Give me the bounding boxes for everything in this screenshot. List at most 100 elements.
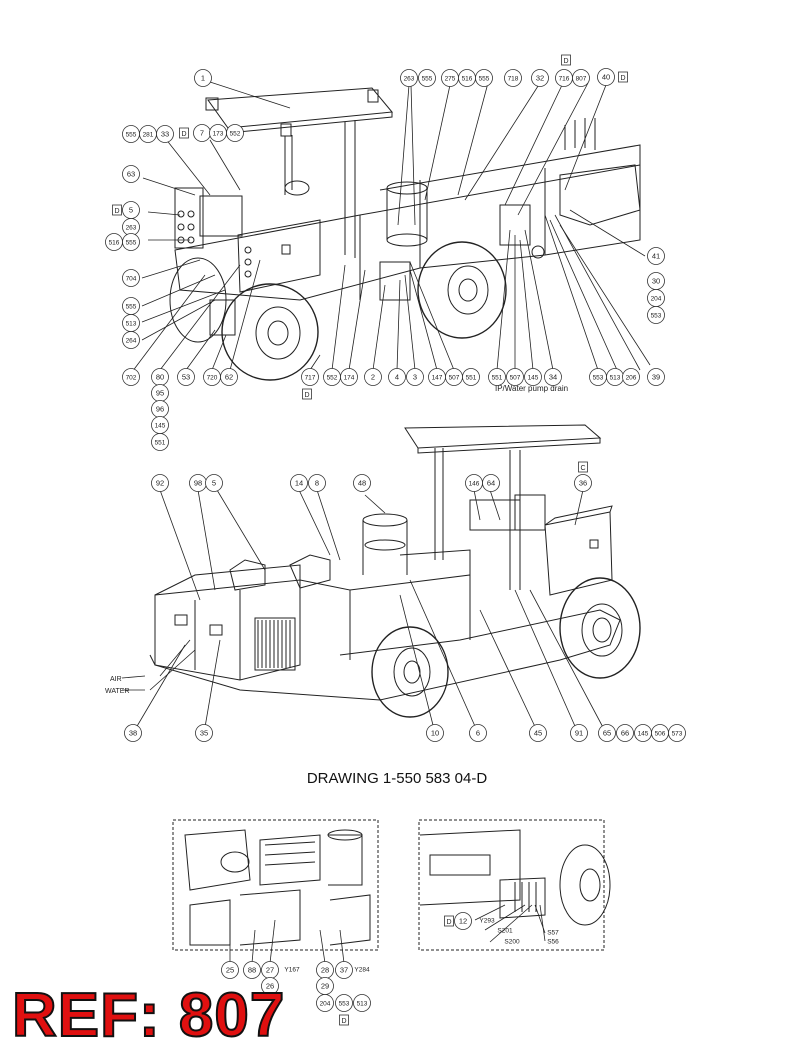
callout-circle bbox=[353, 994, 371, 1012]
callout-number: 6 bbox=[476, 729, 480, 738]
callout-number: 263 bbox=[404, 76, 415, 83]
callout-number: 145 bbox=[528, 375, 539, 382]
callout-bottom-right-5: S56 bbox=[547, 939, 559, 946]
callout-number: 3 bbox=[413, 373, 417, 382]
callout-top-view-34: 62 bbox=[220, 368, 238, 386]
callout-number: 807 bbox=[576, 76, 587, 83]
callout-top-view-5: 555 bbox=[475, 69, 493, 87]
callout-number: 206 bbox=[626, 375, 637, 382]
callout-circle bbox=[482, 474, 500, 492]
callout-top-view-36: 552 bbox=[323, 368, 341, 386]
callout-circle bbox=[122, 368, 140, 386]
callout-circle bbox=[205, 474, 223, 492]
callout-number: 555 bbox=[126, 132, 137, 139]
callout-circle bbox=[335, 961, 353, 979]
callout-number: 281 bbox=[143, 132, 154, 139]
callout-number: 275 bbox=[445, 76, 456, 83]
callout-top-view-26: 702 bbox=[122, 368, 140, 386]
callout-top-view-10: 40 bbox=[597, 68, 615, 86]
callout-top-view-28: 95 bbox=[151, 384, 169, 402]
callout-circle bbox=[220, 368, 238, 386]
middle-leader-lines bbox=[132, 489, 607, 734]
callout-number: 53 bbox=[182, 373, 190, 382]
callout-top-view-33: 720 bbox=[203, 368, 221, 386]
callout-bottom-left-5: 37 bbox=[335, 961, 353, 979]
callout-number: 1 bbox=[201, 74, 205, 83]
callout-number: 513 bbox=[357, 1001, 368, 1008]
callout-top-view-18: 5 bbox=[122, 201, 140, 219]
callout-number: 204 bbox=[320, 1001, 331, 1008]
callout-number: 7 bbox=[200, 129, 204, 138]
callout-bottom-right-3: S200 bbox=[504, 939, 520, 946]
callout-top-view-1: 263 bbox=[400, 69, 418, 87]
callout-number: 96 bbox=[156, 405, 164, 414]
callout-circle bbox=[122, 165, 140, 183]
callout-number: 91 bbox=[575, 729, 583, 738]
callout-circle bbox=[622, 368, 640, 386]
callout-number: 555 bbox=[126, 304, 137, 311]
callout-middle-view-19: 573 bbox=[668, 724, 686, 742]
callout-circle bbox=[531, 69, 549, 87]
d-mark-3: D bbox=[112, 204, 122, 216]
callout-number: 551 bbox=[155, 440, 166, 447]
callout-circle bbox=[529, 724, 547, 742]
callout-circle bbox=[316, 994, 334, 1012]
callout-top-view-3: 275 bbox=[441, 69, 459, 87]
callout-bottom-right-2: S201 bbox=[497, 928, 513, 935]
callout-top-view-45: 507 bbox=[506, 368, 524, 386]
callout-circle bbox=[340, 368, 358, 386]
callout-bottom-left-10: 553 bbox=[335, 994, 353, 1012]
callout-number: 516 bbox=[462, 76, 473, 83]
callout-bottom-left-3: Y167 bbox=[284, 967, 300, 974]
callout-circle bbox=[290, 474, 308, 492]
callout-top-view-16: 552 bbox=[226, 124, 244, 142]
callout-circle bbox=[647, 306, 665, 324]
callout-middle-view-10: 35 bbox=[195, 724, 213, 742]
svg-text:C: C bbox=[580, 465, 585, 472]
callout-top-view-54: 204 bbox=[647, 289, 665, 307]
callout-number: 2 bbox=[371, 373, 375, 382]
callout-middle-view-8: 36 bbox=[574, 474, 592, 492]
callout-middle-view-14: 91 bbox=[570, 724, 588, 742]
callout-number: 702 bbox=[126, 375, 137, 382]
callout-top-view-11: 555 bbox=[122, 125, 140, 143]
callout-bottom-left-6: Y284 bbox=[354, 967, 370, 974]
d-mark-0: D bbox=[561, 54, 571, 66]
d-mark-1: D bbox=[618, 71, 628, 83]
callout-middle-view-9: 38 bbox=[124, 724, 142, 742]
callout-number: S56 bbox=[547, 939, 559, 946]
callout-number: 718 bbox=[508, 76, 519, 83]
callout-number: 14 bbox=[295, 479, 303, 488]
callout-number: 39 bbox=[652, 373, 660, 382]
callout-circle bbox=[616, 724, 634, 742]
callout-middle-view-18: 506 bbox=[651, 724, 669, 742]
callout-number: 204 bbox=[651, 296, 662, 303]
d-mark-5: D bbox=[444, 915, 454, 927]
callout-circle bbox=[124, 724, 142, 742]
d-mark-4: D bbox=[302, 388, 312, 400]
callout-number: 173 bbox=[213, 131, 224, 138]
callout-number: 38 bbox=[129, 729, 137, 738]
c-mark: C bbox=[578, 461, 588, 473]
callout-circle bbox=[151, 433, 169, 451]
callout-number: 264 bbox=[126, 338, 137, 345]
callout-top-view-55: 553 bbox=[647, 306, 665, 324]
callout-top-view-35: 717 bbox=[301, 368, 319, 386]
callout-number: 80 bbox=[156, 373, 164, 382]
callout-circle bbox=[400, 69, 418, 87]
callout-number: 98 bbox=[194, 479, 202, 488]
callout-number: 92 bbox=[156, 479, 164, 488]
callout-number: 27 bbox=[266, 966, 274, 975]
callout-number: 513 bbox=[126, 321, 137, 328]
callout-middle-view-2: 5 bbox=[205, 474, 223, 492]
callout-top-view-38: 2 bbox=[364, 368, 382, 386]
callout-number: 40 bbox=[602, 73, 610, 82]
callout-circle bbox=[475, 69, 493, 87]
callout-number: 30 bbox=[652, 277, 660, 286]
callout-number: 64 bbox=[487, 479, 495, 488]
callout-number: 62 bbox=[225, 373, 233, 382]
callout-middle-view-5: 48 bbox=[353, 474, 371, 492]
callout-top-view-13: 33 bbox=[156, 125, 174, 143]
ref-label: REF: 807 bbox=[11, 981, 286, 1050]
